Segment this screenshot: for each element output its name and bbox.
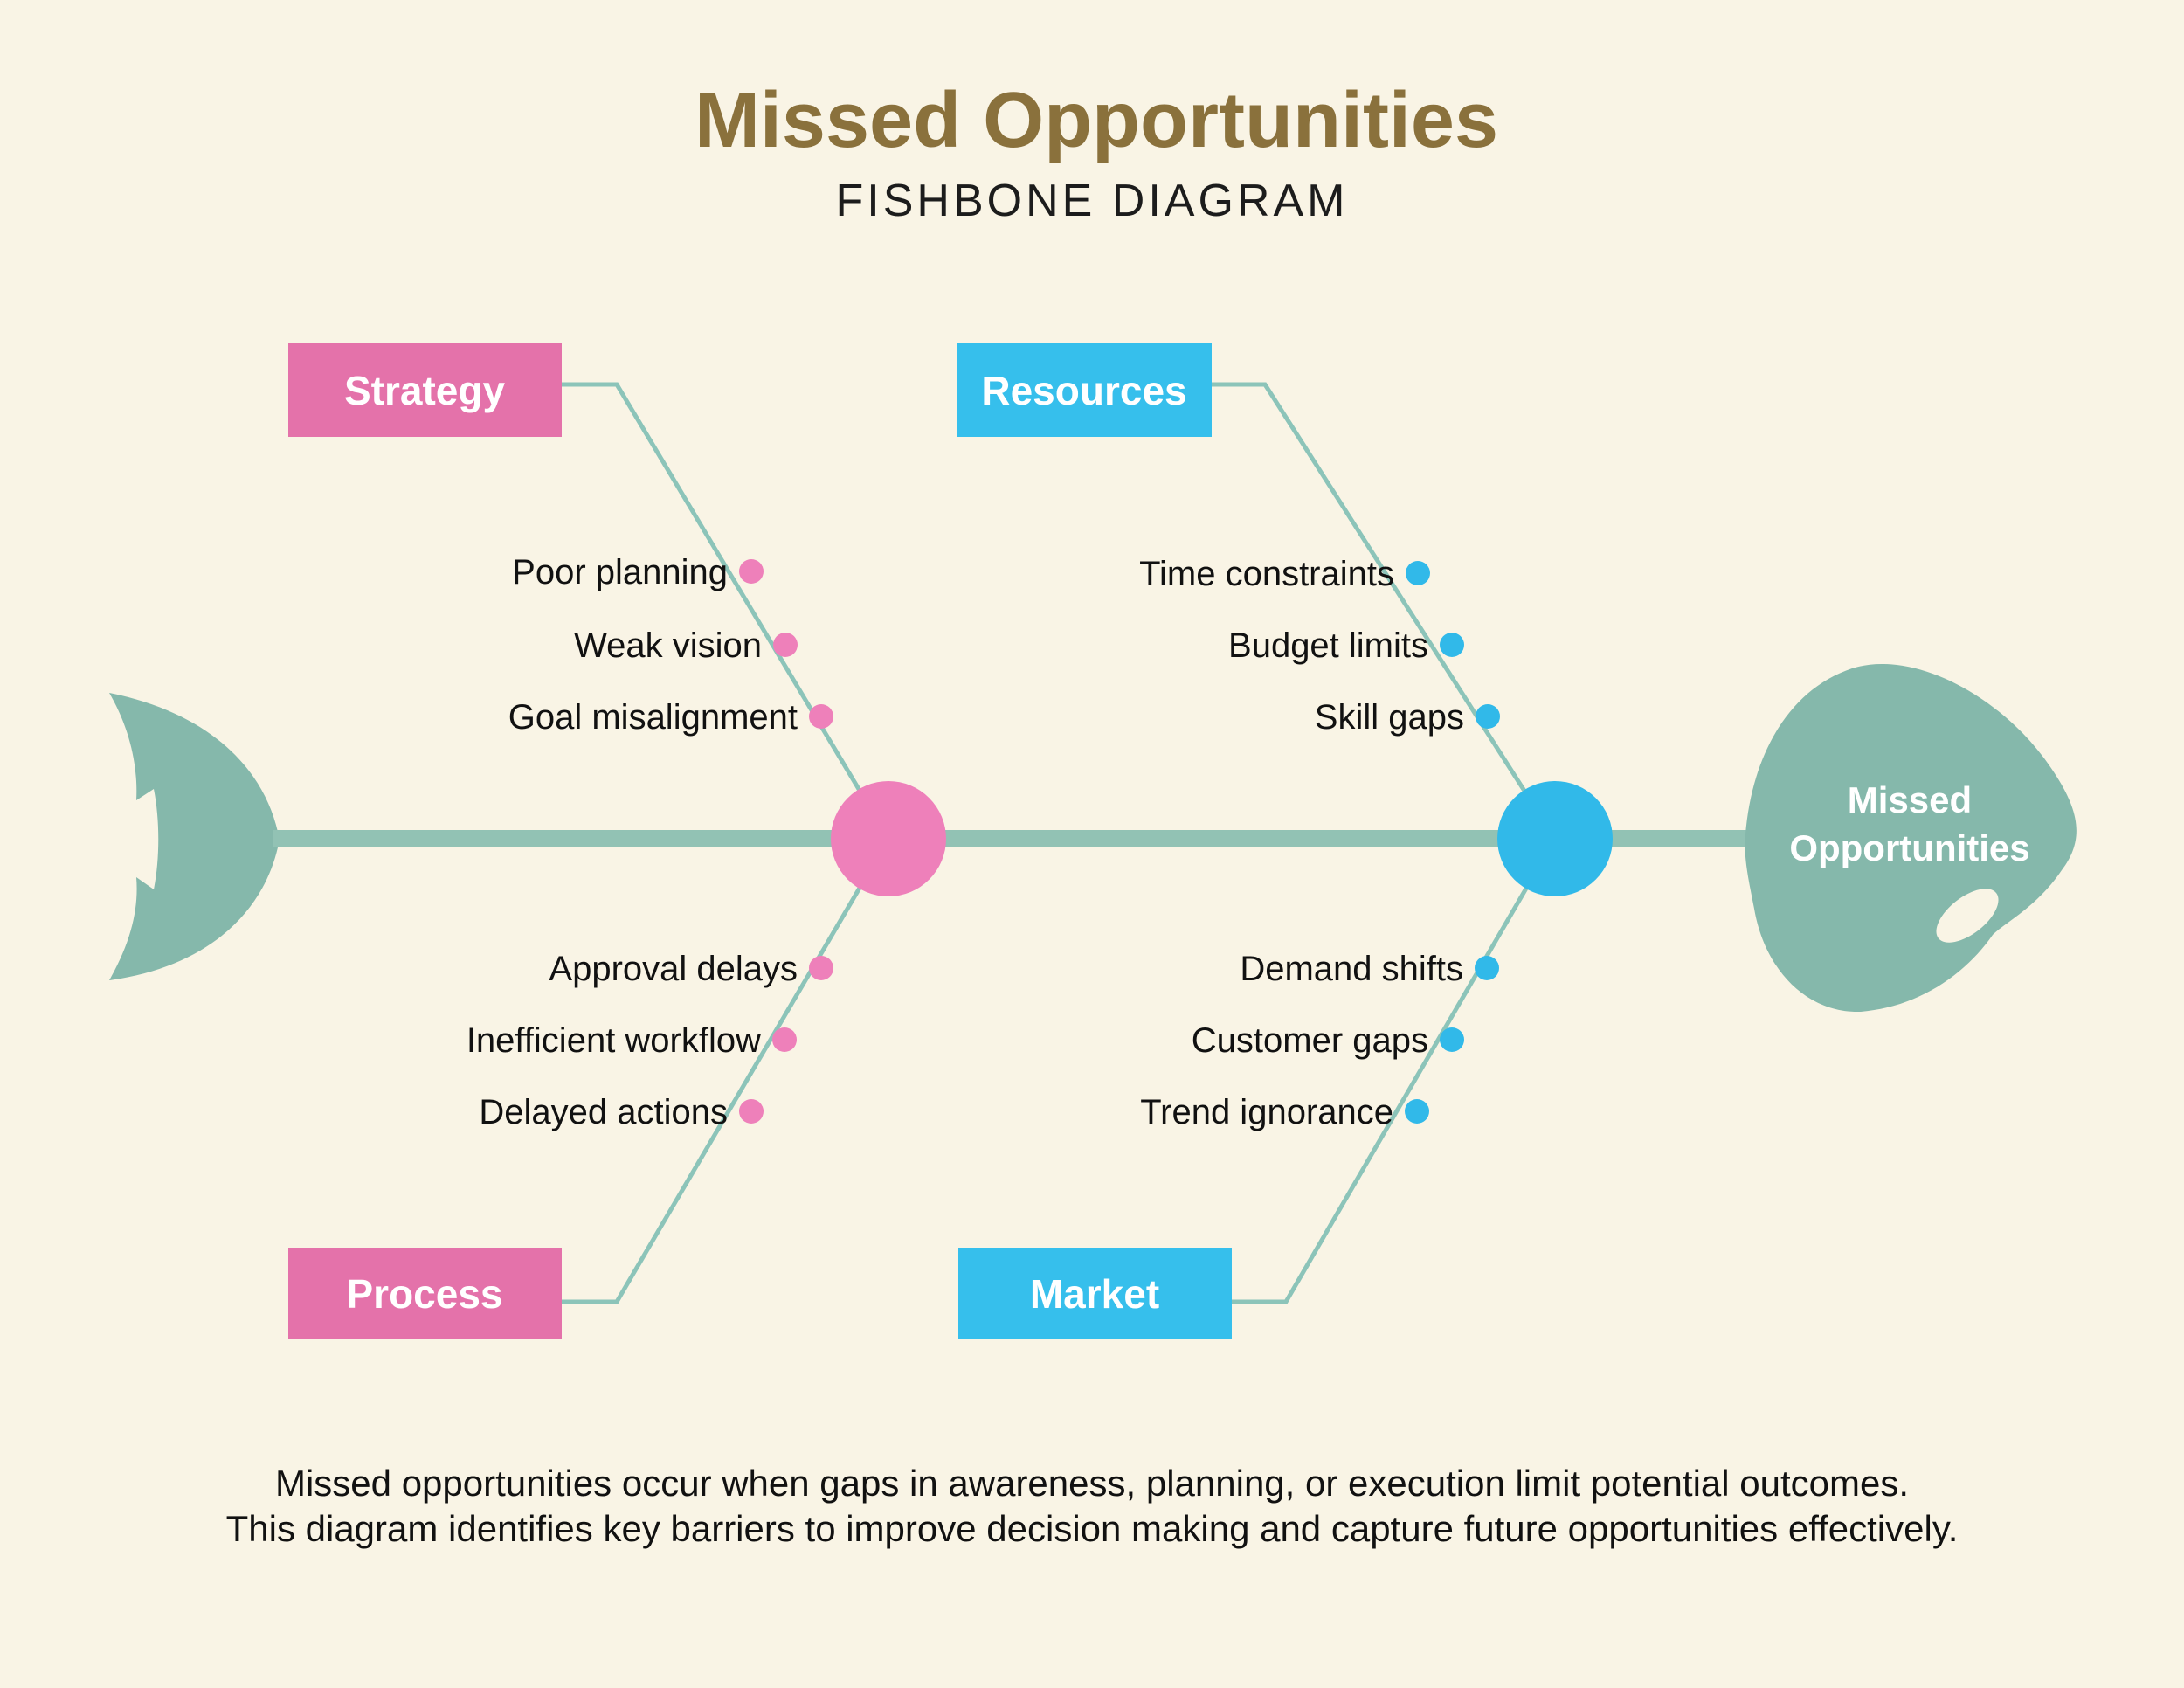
junction-node-blue (1497, 781, 1613, 896)
cause-label: Goal misalignment (508, 698, 798, 737)
head-label-line1: Missed (1848, 779, 1972, 820)
category-box-strategy (288, 343, 562, 437)
bone-strategy (562, 382, 891, 841)
cause-label: Trend ignorance (1140, 1093, 1393, 1131)
bone-market (1232, 837, 1558, 1304)
cause-dot (1440, 633, 1464, 657)
fish-tail (109, 693, 278, 980)
page-title: Missed Opportunities (695, 77, 1498, 164)
cause-dot (773, 633, 798, 657)
category-label-process: Process (346, 1271, 502, 1317)
cause-dot (1405, 1099, 1429, 1124)
cause-dot (809, 704, 833, 729)
bone-resources (1210, 382, 1558, 841)
fish-head (1745, 663, 2077, 1013)
cause-dot (772, 1027, 797, 1052)
cause-label: Skill gaps (1315, 698, 1464, 737)
category-label-resources: Resources (981, 368, 1186, 413)
fish-spine (273, 830, 1758, 847)
cause-dot (1406, 561, 1430, 585)
cause-label: Time constraints (1139, 555, 1394, 593)
cause-dot (1475, 956, 1499, 980)
page-subtitle: FISHBONE DIAGRAM (836, 176, 1349, 226)
cause-label: Poor planning (512, 553, 728, 591)
cause-label: Delayed actions (479, 1093, 728, 1131)
cause-dot (739, 559, 764, 584)
head-label-line2: Opportunities (1789, 827, 2029, 868)
category-box-market (958, 1248, 1232, 1339)
cause-dot (1476, 704, 1500, 729)
cause-label: Approval delays (549, 950, 798, 988)
bone-process (562, 837, 891, 1304)
cause-label: Weak vision (574, 626, 762, 665)
category-box-resources (957, 343, 1212, 437)
cause-dot (809, 956, 833, 980)
category-label-market: Market (1030, 1271, 1159, 1317)
cause-label: Customer gaps (1192, 1021, 1428, 1060)
cause-dot (1440, 1027, 1464, 1052)
category-box-process (288, 1248, 562, 1339)
footer-description-line1: Missed opportunities occur when gaps in … (275, 1463, 1909, 1504)
fish-mouth-notch (1936, 889, 1999, 943)
cause-dot (739, 1099, 764, 1124)
category-label-strategy: Strategy (344, 368, 505, 413)
junction-node-pink (831, 781, 946, 896)
cause-label: Budget limits (1228, 626, 1428, 665)
cause-label: Demand shifts (1240, 950, 1463, 988)
footer-description-line2: This diagram identifies key barriers to … (226, 1508, 1959, 1549)
cause-label: Inefficient workflow (467, 1021, 761, 1060)
